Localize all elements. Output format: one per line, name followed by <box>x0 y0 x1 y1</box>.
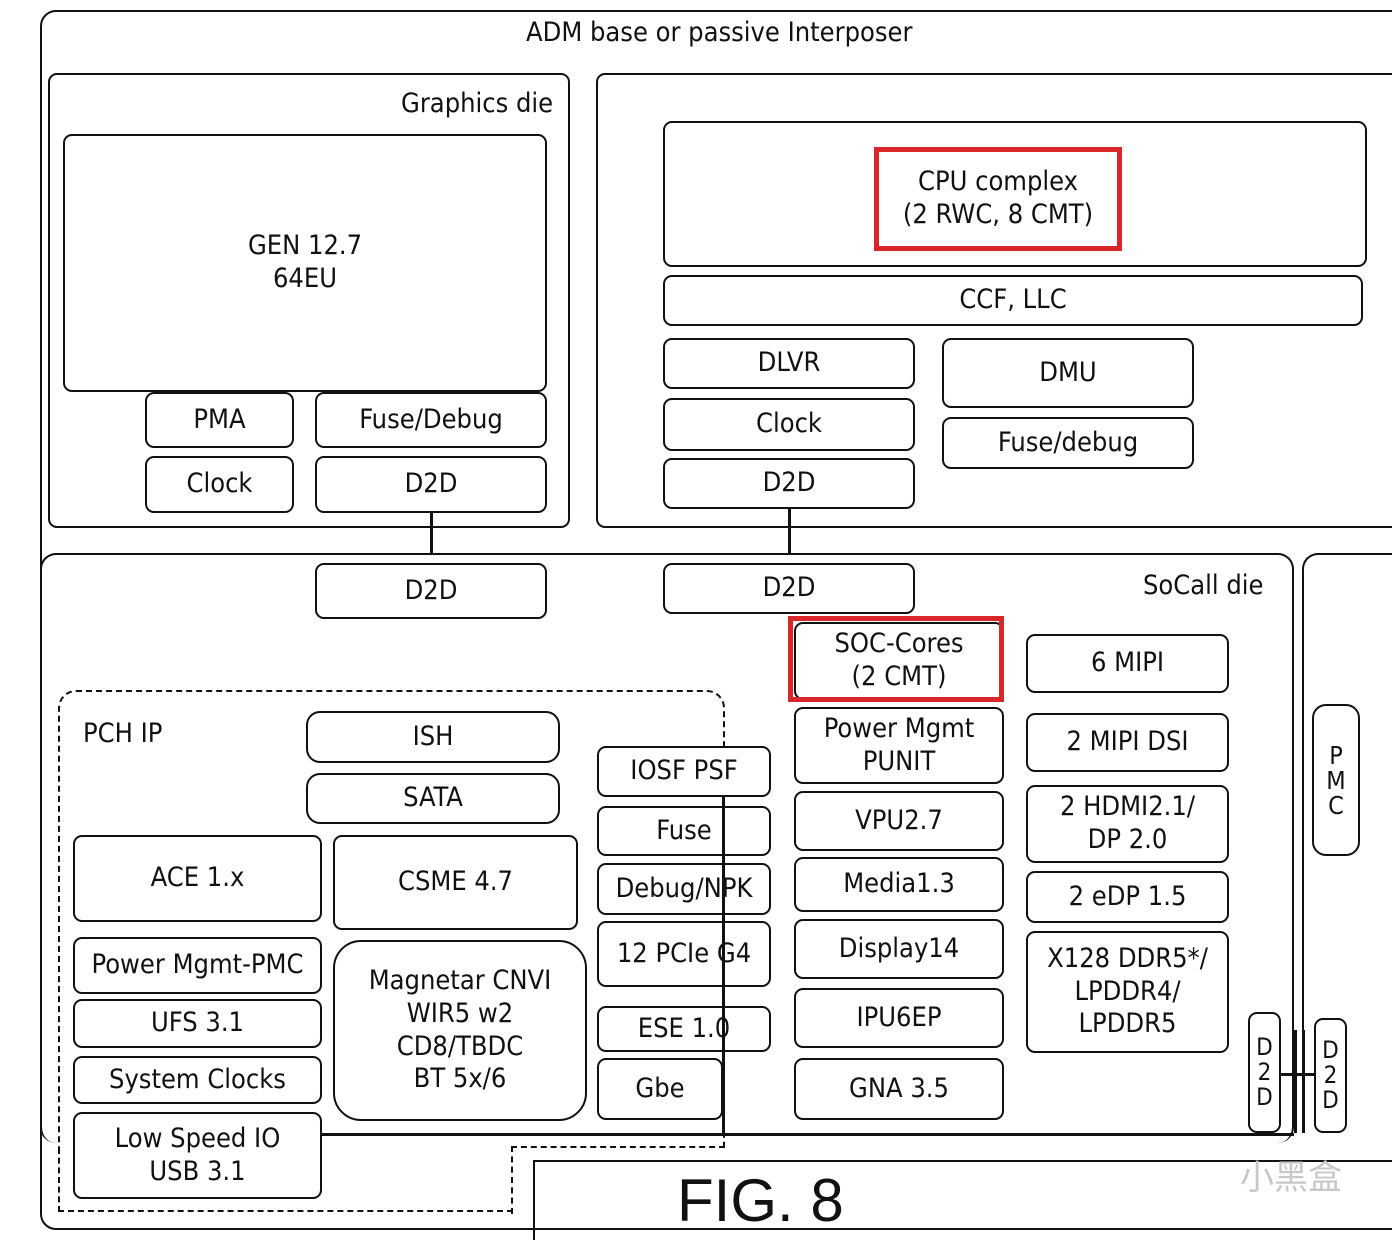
media-block: Media1.3 <box>794 857 1004 912</box>
soc-cores-highlight <box>788 616 1004 702</box>
low-speed-io-block: Low Speed IO USB 3.1 <box>73 1112 322 1199</box>
ace-block: ACE 1.x <box>73 835 322 922</box>
debug-npk-block: Debug/NPK <box>597 863 771 915</box>
vpu-block: VPU2.7 <box>794 791 1004 851</box>
pma-block: PMA <box>145 392 294 448</box>
iosf-psf-block: IOSF PSF <box>597 746 771 797</box>
d2d-vertical-1: D 2 D <box>1248 1012 1281 1133</box>
soc-fuse-block: Fuse <box>597 806 771 856</box>
soc-d2d-right: D2D <box>663 563 915 614</box>
pch-ip-region-step <box>511 1146 725 1214</box>
sata-block: SATA <box>306 773 560 824</box>
soc-d2d-left: D2D <box>315 563 547 619</box>
system-clocks-block: System Clocks <box>73 1056 322 1104</box>
soc-cores-block: SOC-Cores (2 CMT) <box>794 622 1004 700</box>
mipi-block: 6 MIPI <box>1026 634 1229 693</box>
gbe-block: Gbe <box>597 1058 723 1120</box>
power-pmc-block: Power Mgmt-PMC <box>73 937 322 994</box>
soc-die-title: SoCall die <box>1143 570 1264 601</box>
cpu-fuse-block: Fuse/debug <box>942 417 1194 469</box>
graphics-die-title: Graphics die <box>401 88 554 119</box>
d2d-link-2 <box>1294 1030 1297 1133</box>
pch-ip-label: PCH IP <box>83 718 163 749</box>
mipi-dsi-block: 2 MIPI DSI <box>1026 713 1229 772</box>
pcie-block: 12 PCIe G4 <box>597 921 771 987</box>
cpu-complex-block <box>663 121 1367 267</box>
csme-block: CSME 4.7 <box>333 835 578 930</box>
d2d-vertical-2: D 2 D <box>1314 1018 1347 1133</box>
low-speed-bus-line <box>322 1133 1294 1136</box>
d2d-link-1 <box>1281 1073 1314 1076</box>
gfx-d2d-connector <box>430 513 433 564</box>
cpu-complex-label: CPU complex (2 RWC, 8 CMT) <box>902 165 1094 230</box>
display-block: Display14 <box>794 919 1004 979</box>
dlvr-block: DLVR <box>663 338 915 389</box>
ufs-block: UFS 3.1 <box>73 999 322 1048</box>
power-punit-block: Power Mgmt PUNIT <box>794 707 1004 784</box>
d2d-link-3 <box>1302 1030 1305 1133</box>
cpu-complex-highlight <box>874 147 1122 251</box>
figure-label: FIG. 8 <box>677 1167 844 1234</box>
ese-block: ESE 1.0 <box>597 1006 771 1052</box>
ipu-block: IPU6EP <box>794 988 1004 1048</box>
gfx-fuse-block: Fuse/Debug <box>315 392 547 448</box>
bus-line <box>722 797 725 1135</box>
magnetar-block: Magnetar CNVI WIR5 w2 CD8/TBDC BT 5x/6 <box>333 940 587 1121</box>
interposer-title: ADM base or passive Interposer <box>526 17 913 48</box>
edp-block: 2 eDP 1.5 <box>1026 871 1229 923</box>
bottom-frame <box>533 1160 1392 1240</box>
cpu-clock-block: Clock <box>663 398 915 451</box>
watermark: 小黑盒 <box>1240 1158 1342 1198</box>
gfx-clock-block: Clock <box>145 456 294 513</box>
pch-ip-region-bottom <box>58 1148 513 1212</box>
dmu-block: DMU <box>942 338 1194 408</box>
gen-block: GEN 12.7 64EU <box>63 134 547 392</box>
gfx-d2d-block: D2D <box>315 456 547 513</box>
gna-block: GNA 3.5 <box>794 1058 1004 1120</box>
pmc-block: P M C <box>1312 704 1360 856</box>
ccf-llc-block: CCF, LLC <box>663 275 1363 326</box>
ish-block: ISH <box>306 711 560 763</box>
cpu-d2d-connector <box>788 509 791 564</box>
ddr-block: X128 DDR5*/ LPDDR4/ LPDDR5 <box>1026 931 1229 1053</box>
hdmi-block: 2 HDMI2.1/ DP 2.0 <box>1026 785 1229 863</box>
cpu-d2d-block: D2D <box>663 458 915 509</box>
